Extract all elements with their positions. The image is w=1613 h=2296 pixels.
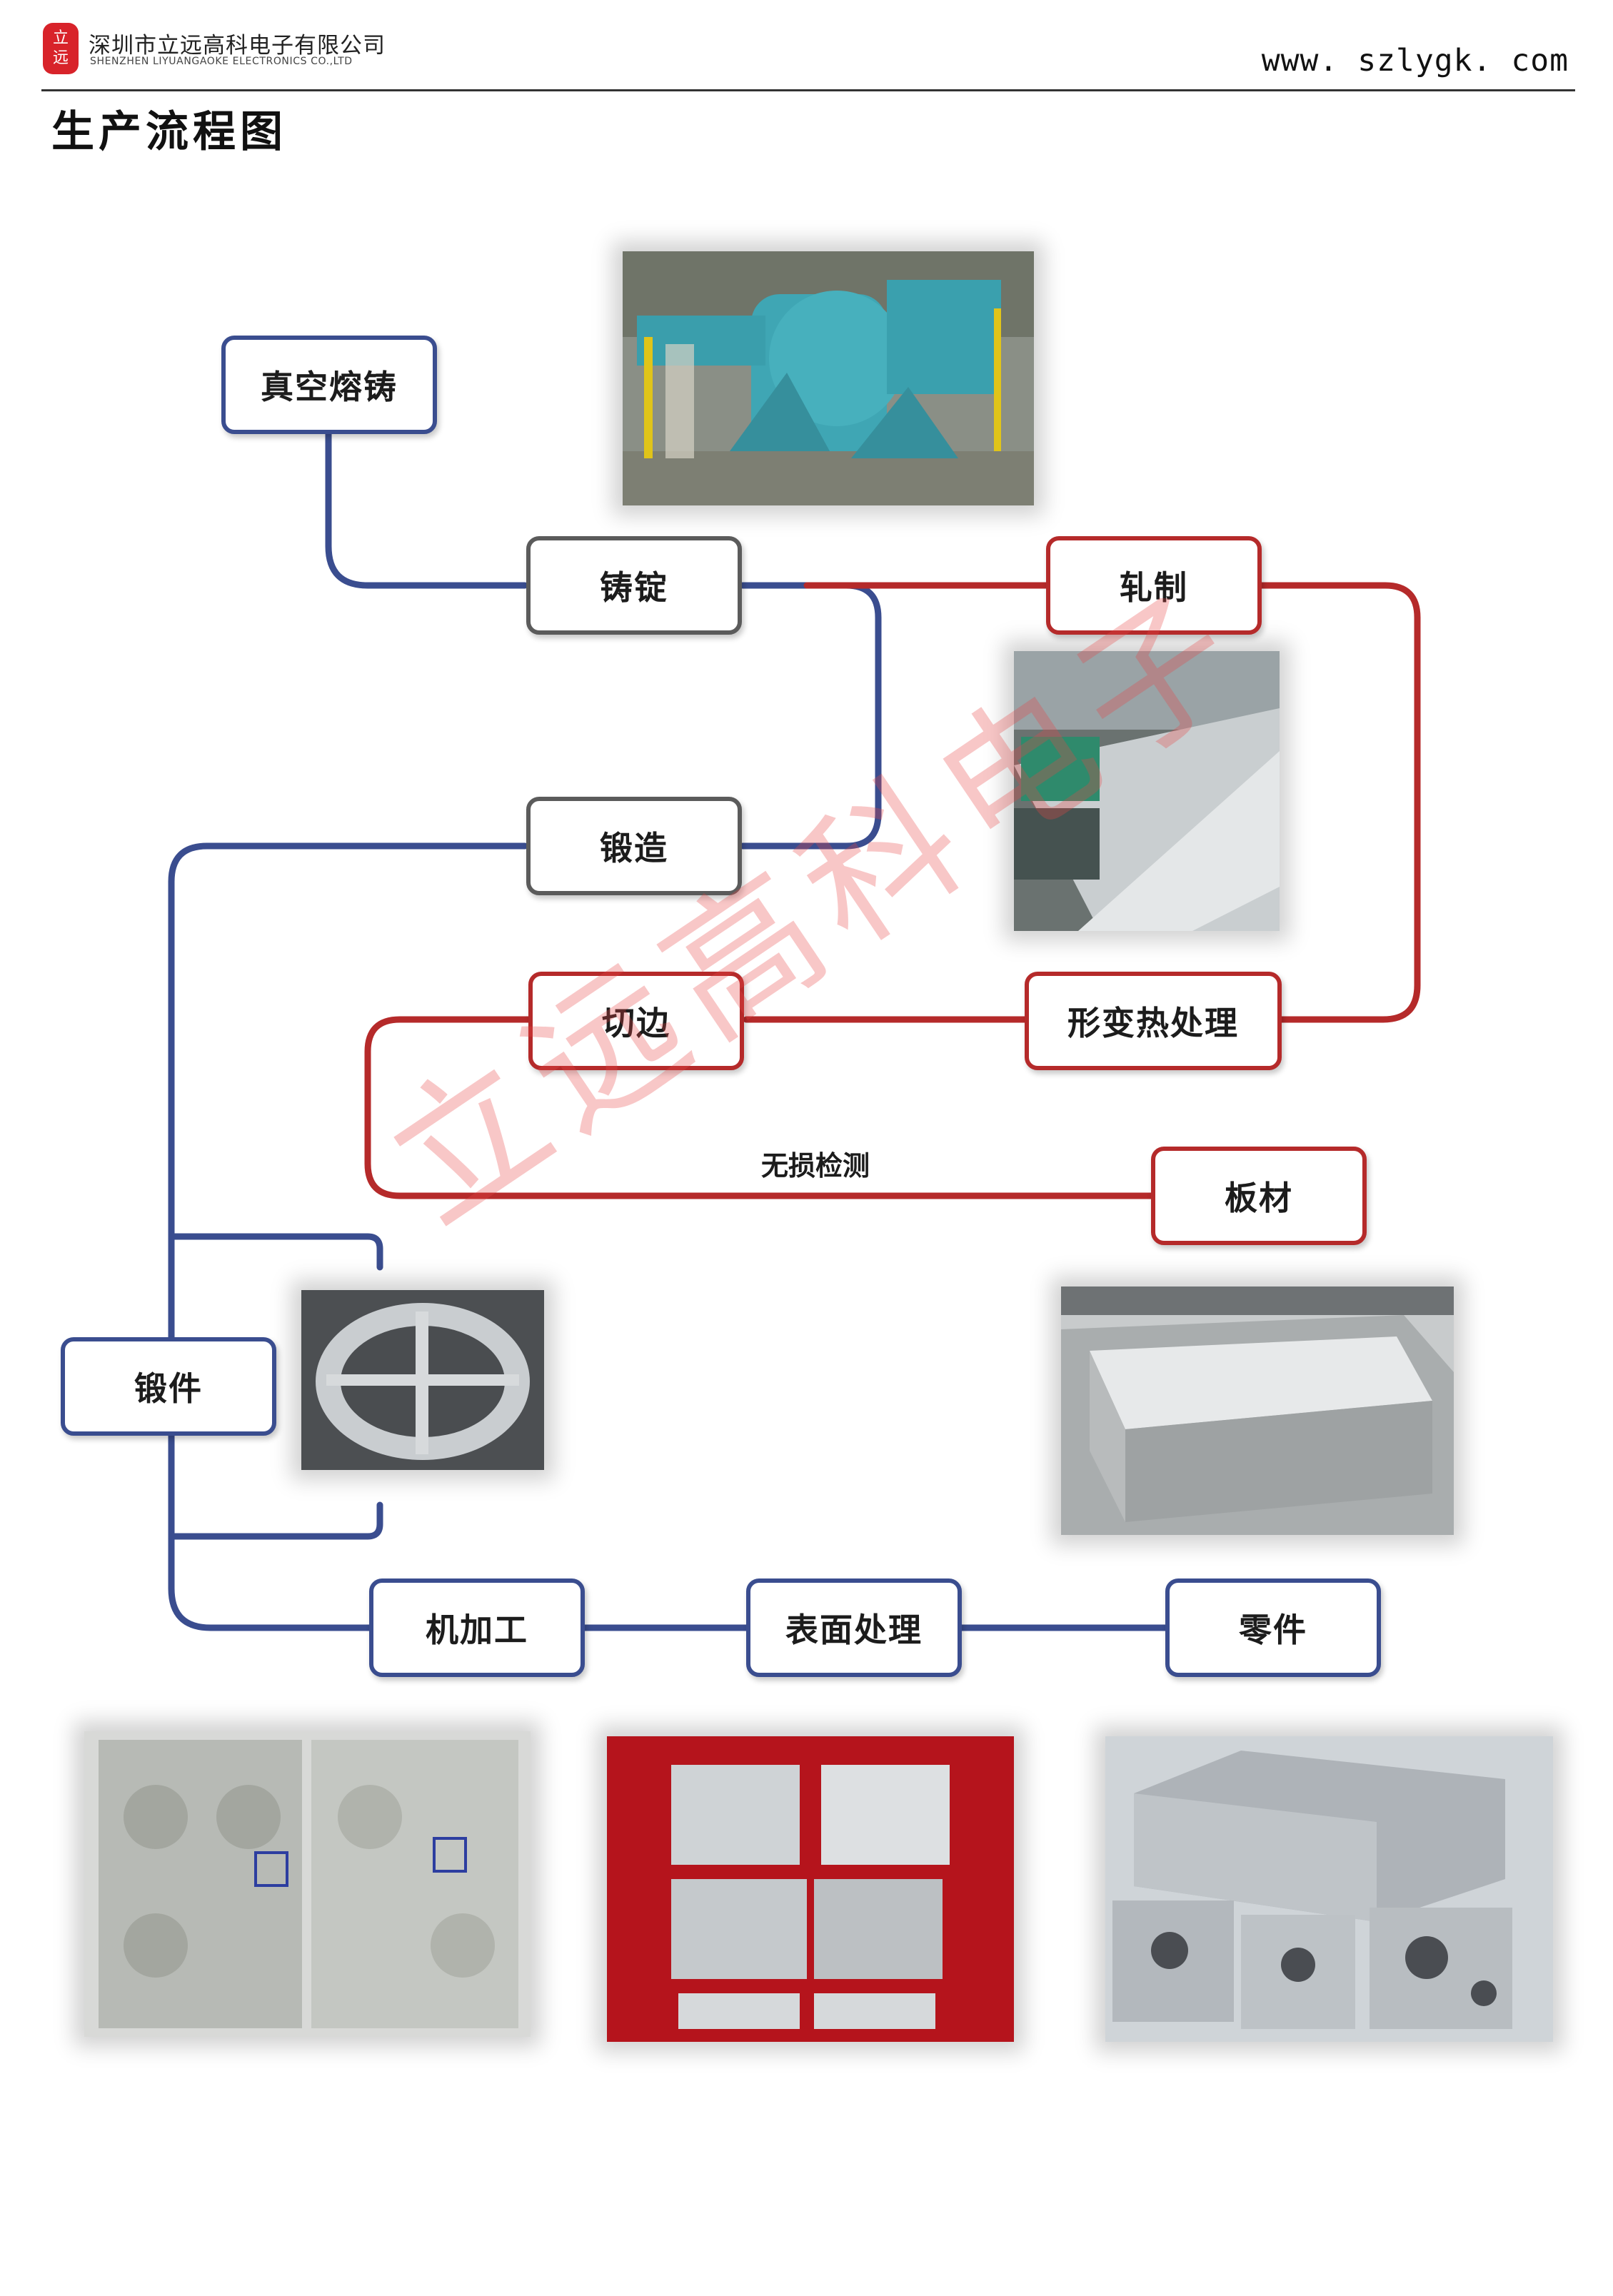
svg-text:立: 立 [53, 29, 69, 47]
connector-rolling-to-heat [1257, 582, 1421, 1023]
node-deformation-heat-treatment: 形变热处理 [1025, 972, 1282, 1070]
node-forging-process: 锻造 [526, 797, 742, 895]
node-ingot: 铸锭 [526, 536, 742, 635]
plate-stack-photo [1061, 1287, 1454, 1535]
node-parts: 零件 [1165, 1578, 1381, 1677]
node-forging-part: 锻件 [61, 1337, 276, 1436]
forging-part-photo [301, 1290, 544, 1470]
vacuum-casting-machine-photo [623, 251, 1034, 505]
header-divider [41, 89, 1575, 91]
connector-trim-to-plate [364, 1016, 1155, 1199]
svg-text:远: 远 [53, 49, 69, 67]
node-machining: 机加工 [369, 1578, 585, 1677]
node-trimming: 切边 [528, 972, 744, 1070]
website-url[interactable]: www. szlygk. com [1261, 43, 1569, 79]
surface-treated-housings-photo [607, 1736, 1014, 2042]
ndt-label: 无损检测 [761, 1149, 870, 1182]
connector-bracket-top [168, 1233, 383, 1271]
finished-parts-photo [1105, 1736, 1553, 2042]
rolling-line-photo [1014, 651, 1280, 931]
page-title: 生产流程图 [51, 107, 287, 157]
node-plate: 板材 [1151, 1147, 1367, 1245]
company-logo-icon: 立 远 [43, 23, 79, 74]
machined-plates-photo [84, 1731, 531, 2037]
company-name-en: SHENZHEN LIYUANGAOKE ELECTRONICS CO.,LTD [90, 56, 353, 67]
company-name-cn: 深圳市立远高科电子有限公司 [89, 33, 386, 59]
node-surface-treatment: 表面处理 [746, 1578, 962, 1677]
connector-casting-to-ingot [325, 430, 528, 589]
node-rolling: 轧制 [1046, 536, 1262, 635]
connector-bracket-bottom [168, 1501, 383, 1540]
node-vacuum-casting: 真空熔铸 [221, 336, 437, 434]
